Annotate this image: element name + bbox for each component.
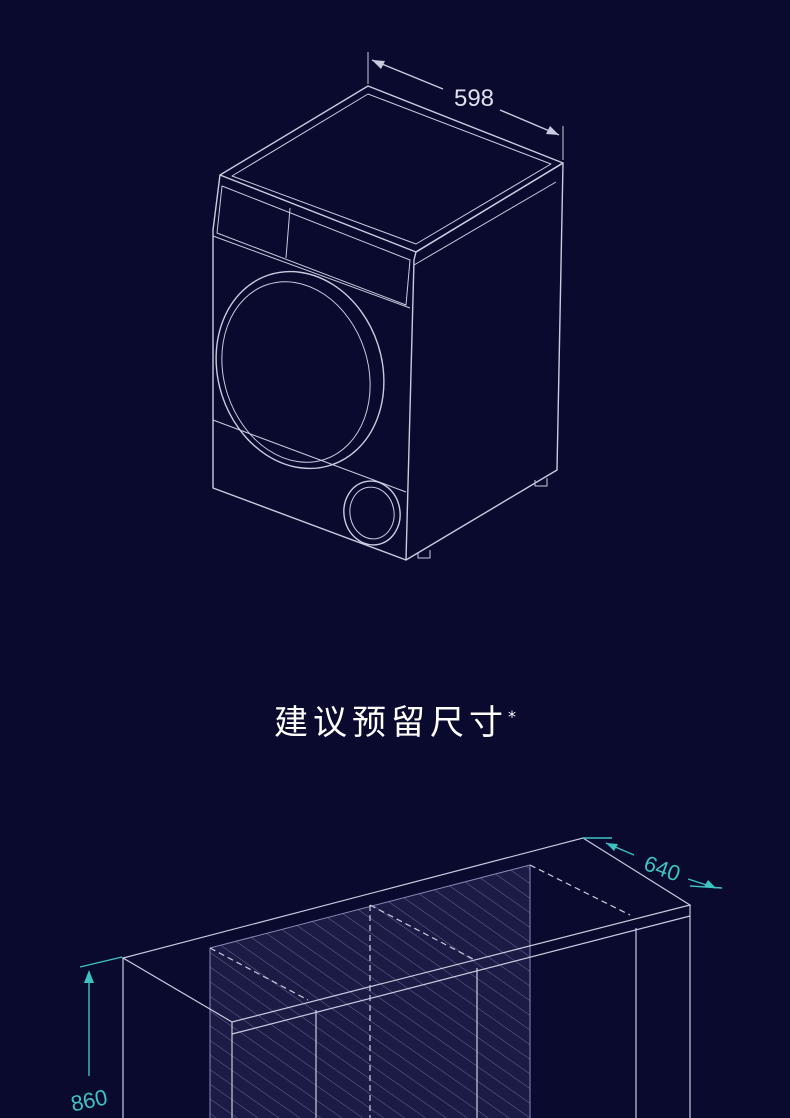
width-dimension-label: 598 [454, 85, 494, 112]
footnote-mark: * [508, 707, 516, 726]
dryer-top-inner [231, 93, 552, 245]
door-porthole [215, 270, 385, 470]
width-dimension-line [367, 52, 564, 160]
depth-dimension-label: 640 [641, 851, 684, 887]
dryer-line-drawing: 598 [212, 52, 564, 561]
section-title: 建议预留尺寸* [0, 700, 790, 746]
cabinet-outline [121, 837, 692, 1118]
depth-dimension-line [583, 837, 723, 889]
reserved-space-hatched-volume [209, 864, 631, 1118]
height-dimension-label: 860 [69, 1084, 110, 1116]
filter-hatch [343, 480, 401, 546]
dryer-side-outline [405, 162, 564, 561]
control-panel [216, 185, 411, 306]
height-dimension-line [79, 956, 123, 1076]
section-title-text: 建议预留尺寸 [274, 703, 508, 743]
dryer-front-outline [212, 174, 417, 561]
